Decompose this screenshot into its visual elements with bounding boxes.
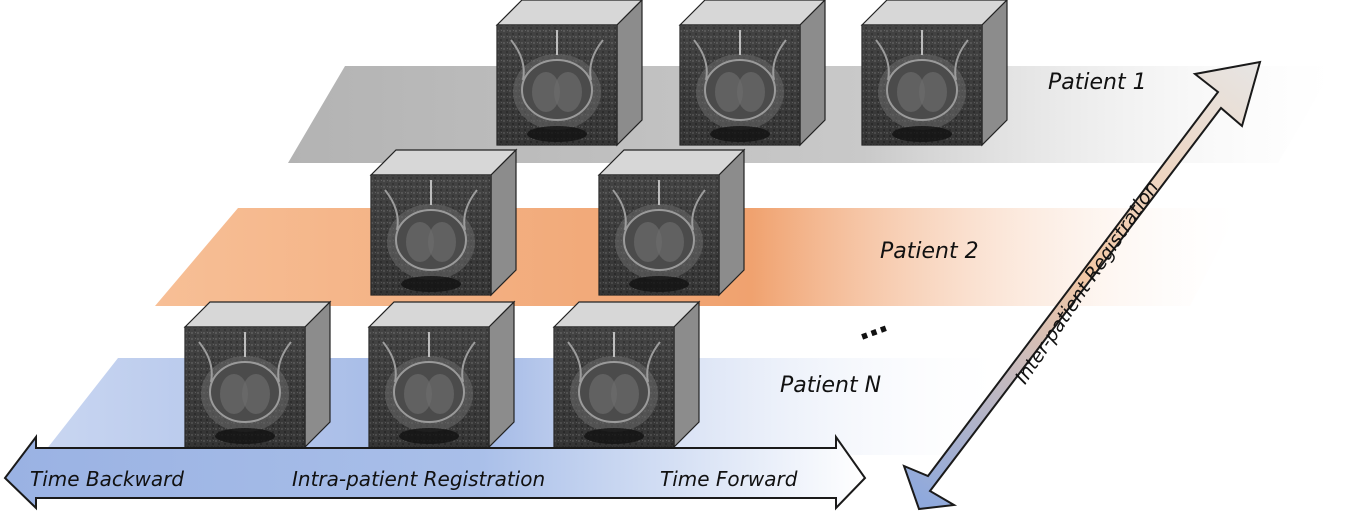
patient-n-label: Patient N — [780, 373, 881, 398]
mri-volume-cube — [553, 301, 700, 448]
mri-volume-cube — [861, 0, 1008, 146]
mri-volume-cube — [368, 301, 515, 448]
mri-volume-cube — [496, 0, 643, 146]
patient-1-scans — [496, 0, 1008, 146]
intra-patient-registration-label: Intra-patient Registration — [292, 467, 545, 491]
patient-2-label: Patient 2 — [880, 239, 979, 264]
patient-1-label: Patient 1 — [1048, 70, 1147, 95]
mri-volume-cube — [370, 149, 517, 296]
time-forward-label: Time Forward — [660, 467, 798, 491]
patient-n-scans — [184, 301, 700, 448]
inter-patient-axis-arrow — [902, 60, 1262, 511]
time-axis-arrow — [3, 433, 867, 511]
time-backward-label: Time Backward — [30, 467, 184, 491]
mri-volume-cube — [184, 301, 331, 448]
mri-volume-cube — [679, 0, 826, 146]
ellipsis: … — [852, 305, 892, 348]
mri-volume-cube — [598, 149, 745, 296]
